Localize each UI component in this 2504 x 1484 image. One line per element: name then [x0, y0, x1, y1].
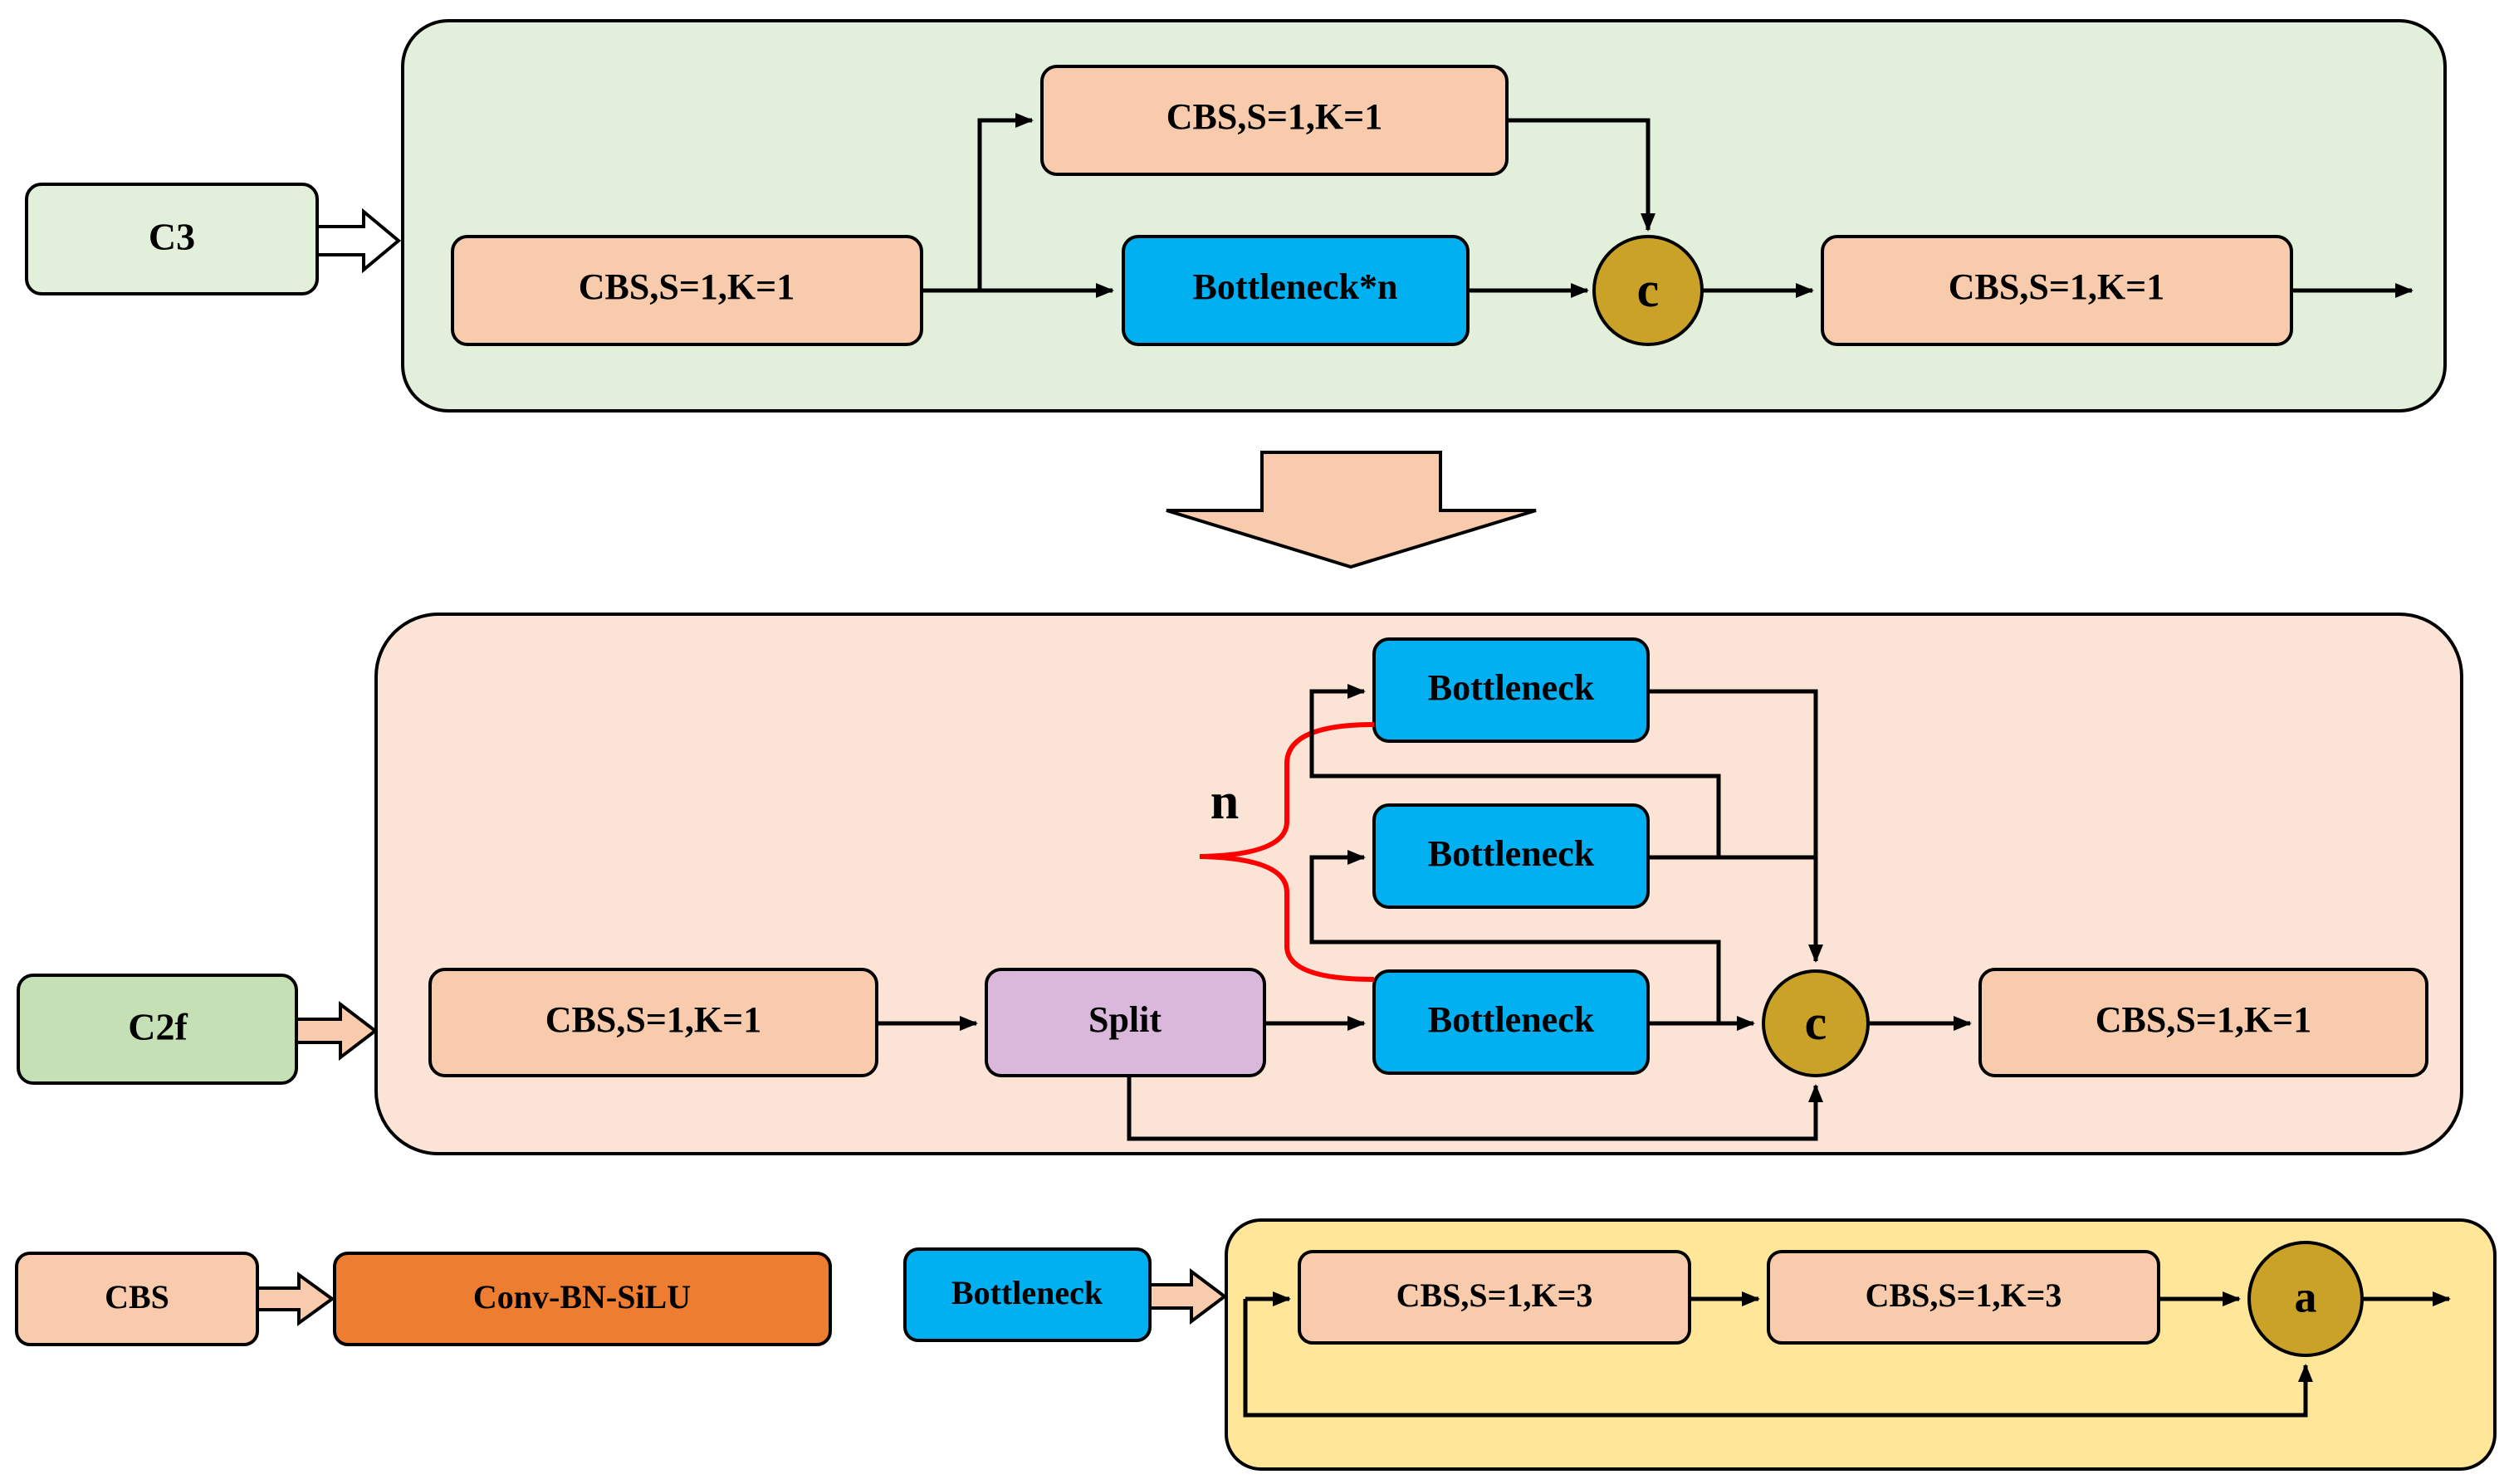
cbs-legend-label: CBS — [105, 1278, 169, 1316]
c3-top-cbs-label: CBS,S=1,K=1 — [1166, 96, 1382, 137]
cbs-legend-arrow — [256, 1272, 335, 1326]
c2f-output-cbs-label: CBS,S=1,K=1 — [2096, 999, 2311, 1040]
transition-arrow — [1166, 451, 1537, 569]
c3-concat-label: c — [1637, 262, 1660, 317]
c2f-connectors — [877, 684, 1972, 1141]
c2f-repeat-label: n — [1210, 774, 1239, 830]
bottleneck-def-label: Bottleneck — [951, 1274, 1103, 1311]
bottleneck-def-cbs-1-label: CBS,S=1,K=3 — [1396, 1277, 1593, 1314]
bottleneck-def-arrow — [1148, 1268, 1228, 1325]
c2f-input-cbs-label: CBS,S=1,K=1 — [545, 999, 761, 1040]
c3-label: C3 — [149, 216, 195, 258]
bottleneck-def-cbs-2-label: CBS,S=1,K=3 — [1866, 1277, 2062, 1314]
conv-bn-silu-label: Conv-BN-SiLU — [473, 1278, 691, 1316]
c3-hollow-arrow — [315, 207, 402, 274]
c3-input-cbs-label: CBS,S=1,K=1 — [579, 266, 795, 307]
c2f-bottleneck-1-label: Bottleneck — [1428, 667, 1595, 708]
c2f-output-cbs-box — [1978, 968, 2428, 1077]
c2f-section: C2f CBS,S=1,K=1 Split Bottleneck Bottlen… — [17, 613, 2463, 1155]
c2f-concat-label: c — [1805, 995, 1827, 1050]
c2f-split-label: Split — [1088, 999, 1162, 1040]
cbs-legend: CBS Conv-BN-SiLU — [15, 1252, 832, 1346]
c2f-bottleneck-2-label: Bottleneck — [1428, 833, 1595, 874]
bottleneck-def-add-label: a — [2295, 1272, 2317, 1321]
c3-output-cbs-label: CBS,S=1,K=1 — [1949, 266, 2164, 307]
c3-section: C3 CBS,S=1,K=1 CBS,S=1,K=1 Bottleneck*n … — [25, 19, 2447, 412]
c2f-hollow-arrow — [295, 1000, 379, 1062]
c2f-bottleneck-3-label: Bottleneck — [1428, 999, 1595, 1040]
c2f-repeat-brace — [1199, 722, 1375, 982]
c2f-label: C2f — [128, 1006, 188, 1048]
bottleneck-definition: Bottleneck CBS,S=1,K=3 CBS,S=1,K=3 a — [903, 1218, 2497, 1471]
c3-bottleneck-label: Bottleneck*n — [1193, 266, 1398, 307]
c3-connectors — [922, 113, 2414, 298]
bottleneck-def-connectors — [1243, 1291, 2451, 1418]
conv-bn-silu-box — [333, 1252, 832, 1346]
